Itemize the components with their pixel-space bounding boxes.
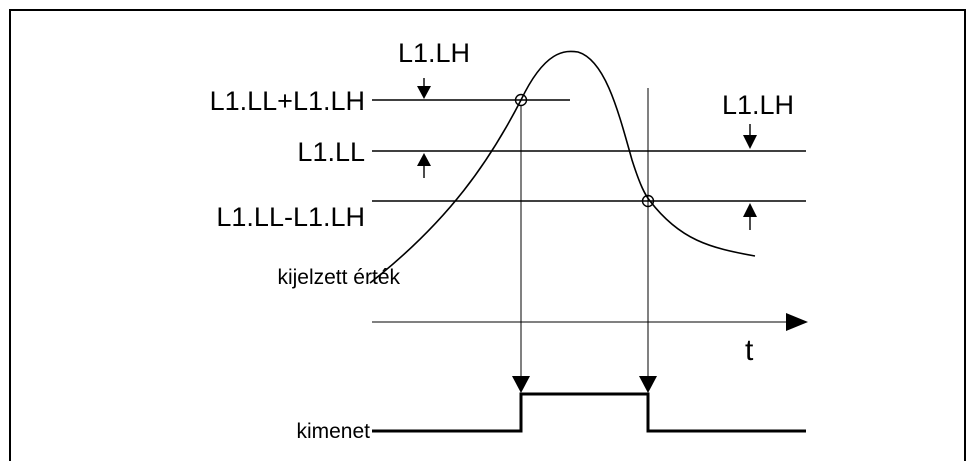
switch-on-arrow-icon [512,376,530,393]
lh-top-label: L1.LH [398,38,470,68]
lh-right-arrow-up-icon [743,203,757,217]
lh-left-arrow-up-icon [417,153,431,166]
time-axis-arrow-icon [786,313,808,331]
lh-right-arrow-down-icon [743,135,757,149]
upper-level-label: L1.LL+L1.LH [210,86,365,116]
diagram-frame [9,9,966,461]
upper-crossing-marker [514,93,528,107]
lower-level-label: L1.LL-L1.LH [216,202,365,232]
lh-right-label: L1.LH [722,90,794,120]
switch-off-arrow-icon [639,376,657,393]
measured-value-label: kijelzett érték [277,266,400,289]
output-signal [372,392,806,433]
measured-value-curve [369,50,756,284]
level-label: L1.LL [297,137,365,167]
output-label: kimenet [296,420,370,443]
time-axis-label: t [745,334,754,367]
lh-left-arrow-down-icon [417,86,431,99]
